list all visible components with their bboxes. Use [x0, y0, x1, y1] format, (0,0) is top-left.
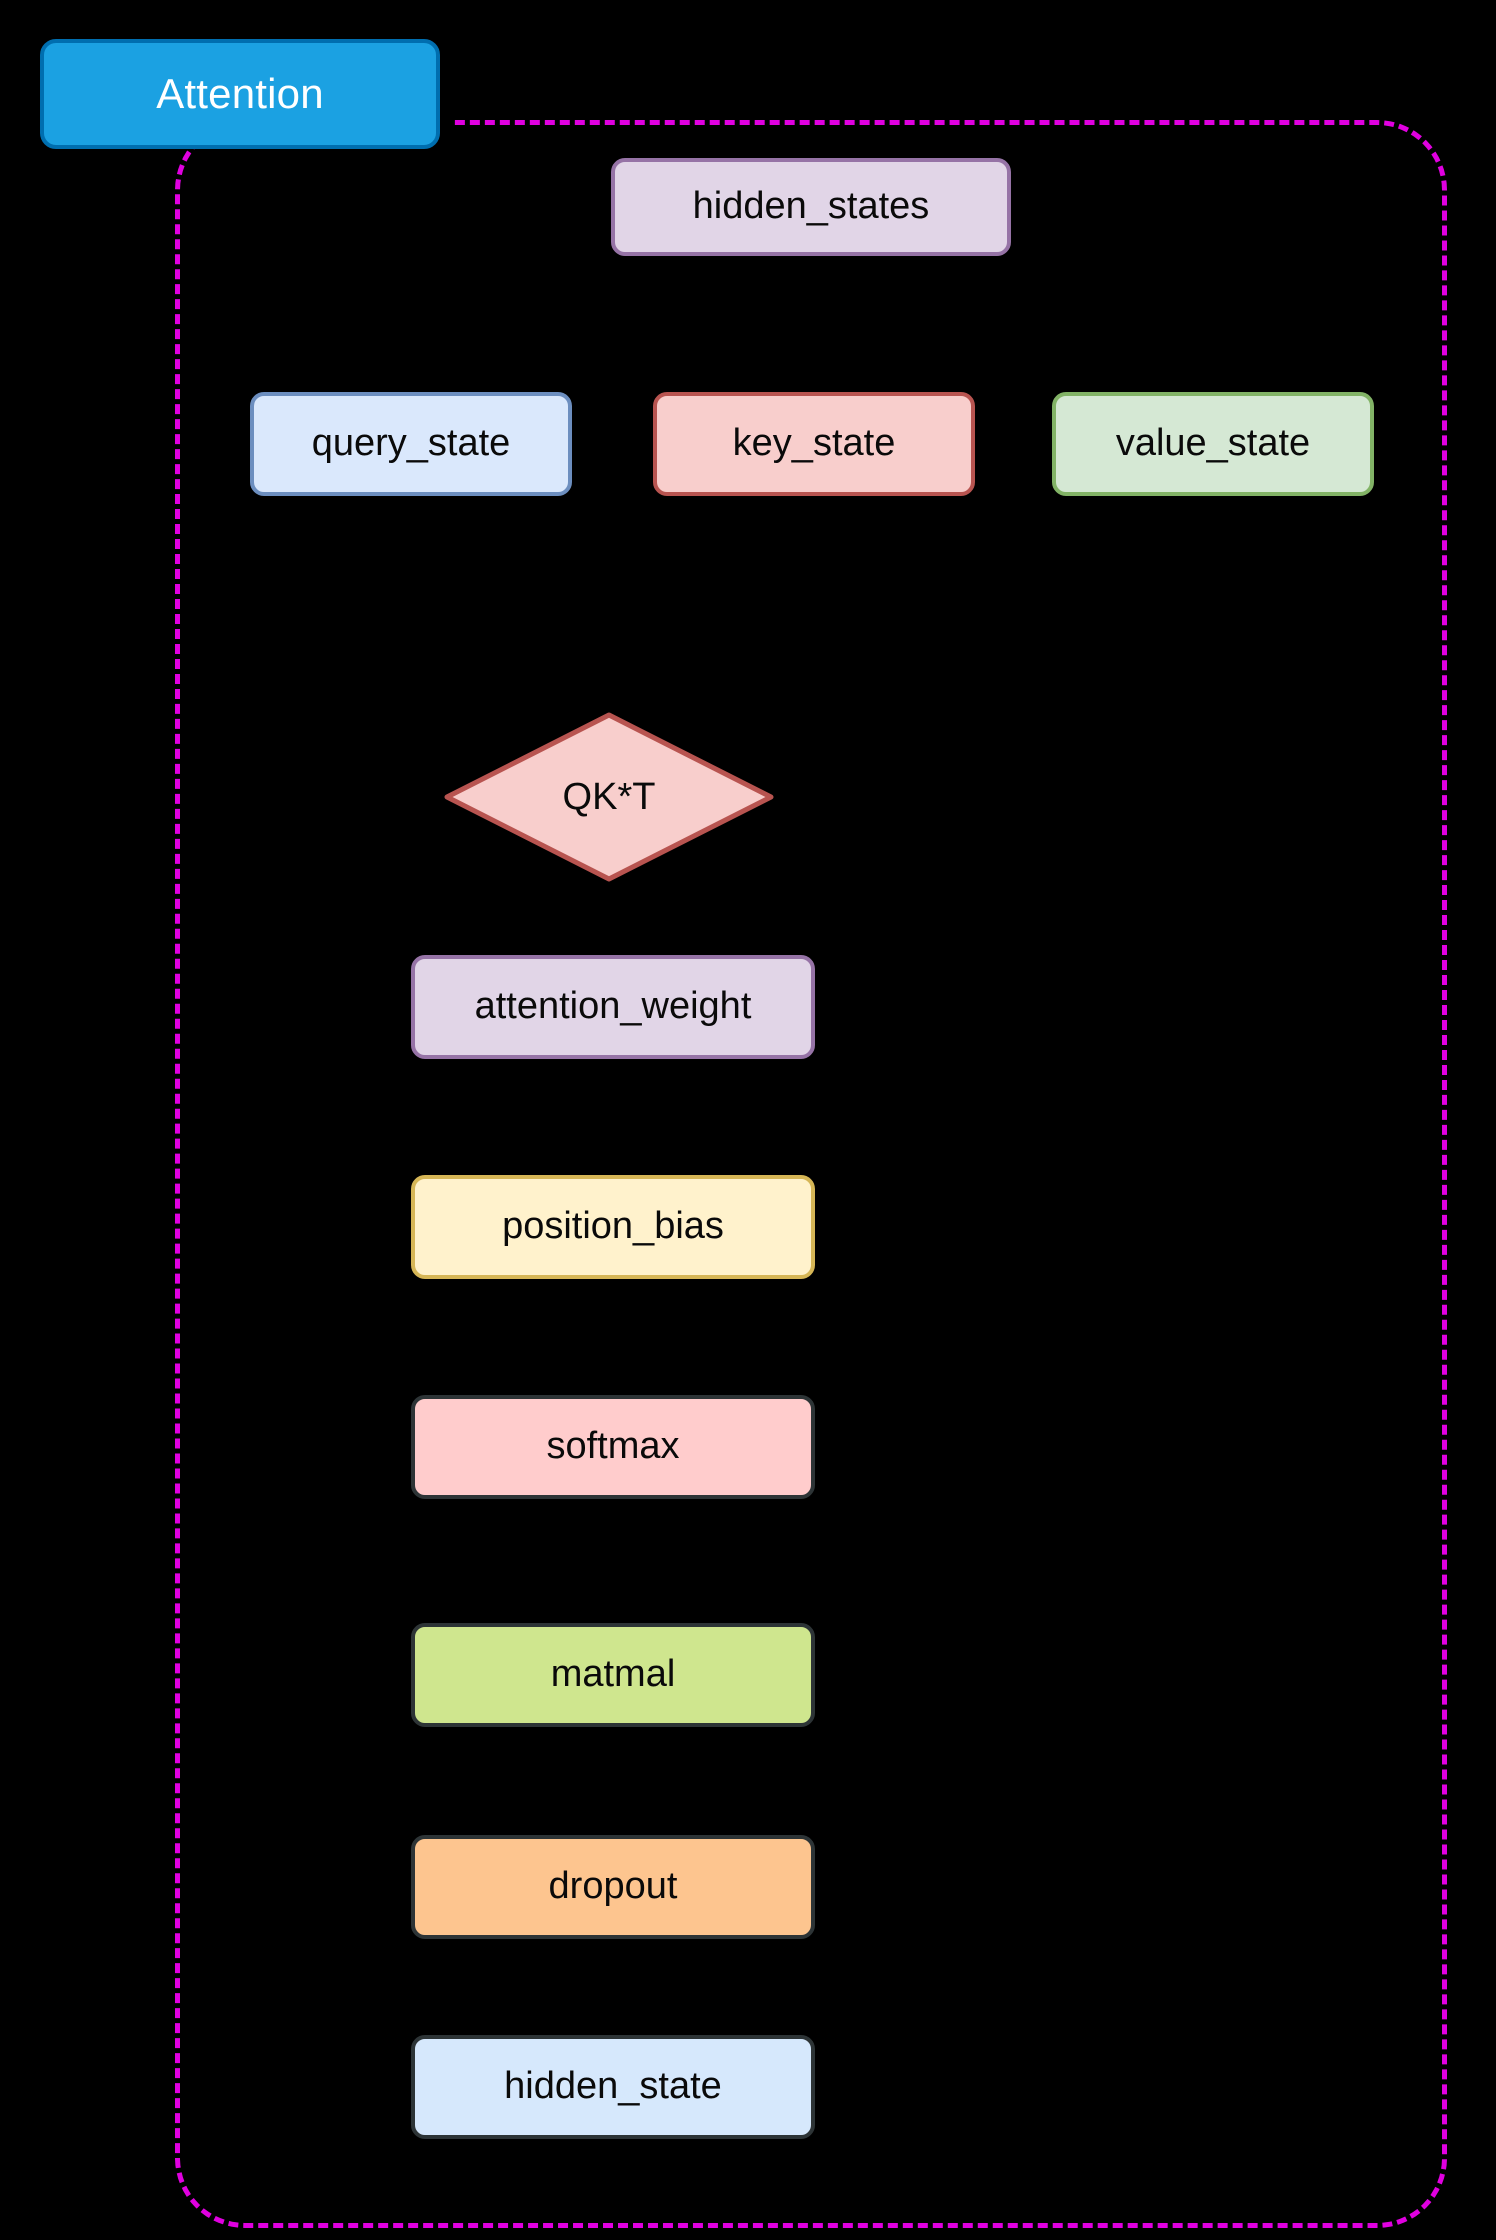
node-label-hidden_states: hidden_states — [692, 185, 930, 228]
node-label-position_bias: position_bias — [502, 1205, 724, 1248]
node-label-hidden_state: hidden_state — [504, 2065, 722, 2108]
node-matmal[interactable]: matmal — [411, 1623, 815, 1727]
node-label-softmax: softmax — [546, 1425, 680, 1468]
node-key_state[interactable]: key_state — [653, 392, 975, 496]
diamond-shape-icon — [444, 712, 774, 882]
node-attention_weight[interactable]: attention_weight — [411, 955, 815, 1059]
node-label-query_state: query_state — [311, 422, 511, 465]
node-value_state[interactable]: value_state — [1052, 392, 1374, 496]
subgraph-title-label: Attention — [156, 70, 324, 117]
node-label-matmal: matmal — [550, 1653, 676, 1696]
node-label-value_state: value_state — [1115, 422, 1311, 465]
node-label-key_state: key_state — [732, 422, 896, 465]
node-qkt[interactable]: QK*T — [444, 712, 774, 882]
node-softmax[interactable]: softmax — [411, 1395, 815, 1499]
subgraph-title-attention[interactable]: Attention — [40, 39, 440, 149]
node-label-dropout: dropout — [548, 1865, 678, 1908]
node-position_bias[interactable]: position_bias — [411, 1175, 815, 1279]
node-label-qkt: QK*T — [562, 775, 656, 818]
node-dropout[interactable]: dropout — [411, 1835, 815, 1939]
node-query_state[interactable]: query_state — [250, 392, 572, 496]
node-hidden_state[interactable]: hidden_state — [411, 2035, 815, 2139]
node-label-attention_weight: attention_weight — [474, 985, 752, 1028]
node-hidden_states[interactable]: hidden_states — [611, 158, 1011, 256]
